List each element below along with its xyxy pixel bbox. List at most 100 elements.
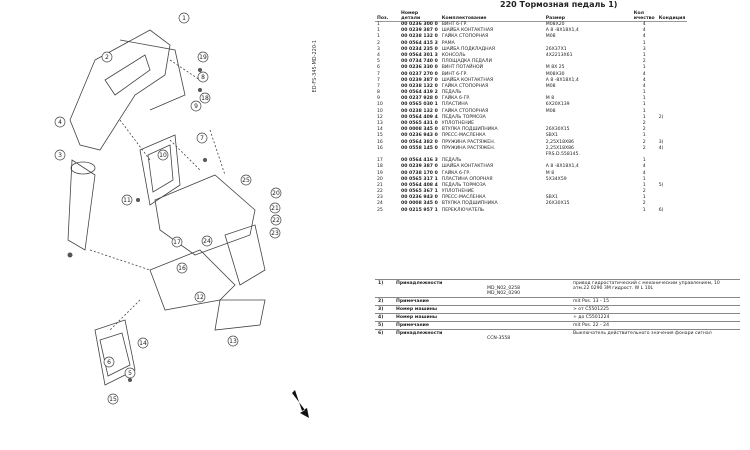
svg-text:17: 17	[173, 239, 181, 246]
note-key: 4)	[375, 313, 393, 322]
cell-name: ПЕРЕКЛЮЧАТЕЛЬ	[441, 207, 485, 213]
cell-qty: 2	[642, 121, 646, 127]
cell-name: ПЕДАЛЬ	[441, 158, 462, 164]
cell-qty: 2	[642, 201, 646, 207]
callout-21: 21	[269, 202, 281, 214]
cell-name: ПЕДАЛЬ ТОРМОЗА	[441, 182, 486, 188]
cell-qty: 2	[642, 127, 646, 133]
callout-13: 13	[227, 335, 239, 347]
cell-pos: 3	[377, 46, 380, 52]
note-v1	[484, 305, 570, 314]
cell-name: ГАЙКА СТОПОРНАЯ	[441, 34, 489, 40]
callout-12: 12	[194, 291, 206, 303]
console-bracket	[69, 29, 171, 151]
cell-pos: 2	[377, 40, 380, 46]
callout-16: 16	[176, 262, 188, 274]
callout-15: 15	[107, 393, 119, 405]
svg-text:18: 18	[201, 95, 209, 102]
svg-text:11: 11	[123, 197, 131, 204]
cell-pos: 24	[377, 201, 383, 207]
pedal-plate	[214, 299, 266, 331]
cell-num: 00 0215 957 1	[401, 207, 438, 213]
cell-qty: 2	[642, 189, 646, 195]
cell-cond: 5)	[658, 182, 664, 188]
note-v2: привод гидростатический с механическим у…	[570, 279, 740, 298]
cell-num: 00 0237 270 0	[401, 71, 438, 77]
note-v1	[484, 321, 570, 330]
cell-name: ПЕДАЛЬ ТОРМОЗА	[441, 114, 486, 120]
cell-num: 00 0565 431 0	[401, 121, 438, 127]
callout-11: 11	[121, 194, 133, 206]
cell-num: 00 0234 235 0	[401, 46, 438, 52]
parts-table: Поз. Номер детали Комплектование Размер …	[375, 11, 688, 214]
cell-pos: 10	[377, 108, 383, 114]
cell-name: КОНСОЛЬ	[441, 52, 466, 58]
cell-qty: 1	[642, 182, 646, 188]
cell-num: 00 0564 419 2	[401, 90, 438, 96]
cell-num: 00 0564 382 0	[401, 139, 438, 145]
cell-cond: 3)	[658, 139, 664, 145]
callout-8: 8	[197, 71, 209, 83]
cell-size: 26X30X15	[545, 201, 570, 207]
cell-name: ШАЙБА ПОДКЛАДНАЯ	[441, 46, 495, 52]
cell-name: ПЛОЩАДКА ПЕДАЛИ	[441, 59, 492, 65]
callout-2: 2	[101, 51, 113, 63]
cell-qty: 3	[642, 46, 646, 52]
cell-name: ШАЙБА КОНТАКТНАЯ	[441, 28, 494, 34]
note-label: Примечание	[393, 297, 484, 306]
pedal-arm-upper	[154, 174, 256, 256]
note-v1	[484, 313, 570, 322]
cell-num: 00 0239 387 0	[401, 77, 438, 83]
cell-qty: 2	[642, 139, 646, 145]
cell-pos: 9	[377, 96, 380, 102]
cell-size: 26X37X1	[545, 46, 567, 52]
note-v1: CCN-3558	[484, 329, 570, 342]
note-v2: mit Pos. 22 - 24	[570, 321, 740, 330]
cell-qty: 1	[642, 90, 646, 96]
callout-14: 14	[137, 337, 149, 349]
cell-qty: 1	[642, 65, 646, 71]
cell-cond: 2)	[658, 114, 664, 120]
cell-num: 00 0564 416 3	[401, 158, 438, 164]
cell-size: M 8	[545, 96, 555, 102]
cell-qty: 1	[642, 52, 646, 58]
header-name: Комплектование	[439, 11, 544, 22]
note-label: Номер машины	[393, 313, 484, 322]
cell-pos: 1	[377, 28, 380, 34]
cell-pos: 16	[377, 139, 383, 145]
note-key: 3)	[375, 305, 393, 314]
cell-num: 00 0238 132 0	[401, 83, 438, 89]
svg-text:15: 15	[109, 396, 117, 403]
cell-pos: 7	[377, 71, 380, 77]
header-cond: Кондиция	[656, 11, 688, 22]
cell-qty: 1	[642, 158, 646, 164]
cell-size: 2,25X18X86	[545, 145, 574, 151]
cell-size: А 8 -8X18X1,4	[545, 77, 579, 83]
cell-pos: 4	[377, 52, 380, 58]
svg-text:20: 20	[272, 190, 280, 197]
cell-pos: 19	[377, 170, 383, 176]
pedal-pad-lower	[94, 319, 136, 386]
cell-size: M08	[545, 83, 556, 89]
cell-num: 00 0564 415 3	[401, 40, 438, 46]
cell-name: ГАЙКА 6-ГР.	[441, 96, 471, 102]
cell-size: 6X20X139	[545, 102, 570, 108]
direction-arrow-icon	[292, 390, 309, 418]
svg-text:5: 5	[128, 370, 132, 377]
note-v2: + до C5501224	[570, 313, 740, 322]
cell-size: M08X20	[545, 22, 565, 28]
note-row: 1)Принадлежности MD_N02_0258 MD_N02_0290…	[375, 279, 740, 298]
callout-1: 1	[178, 12, 190, 24]
cell-pos: 7	[377, 83, 380, 89]
